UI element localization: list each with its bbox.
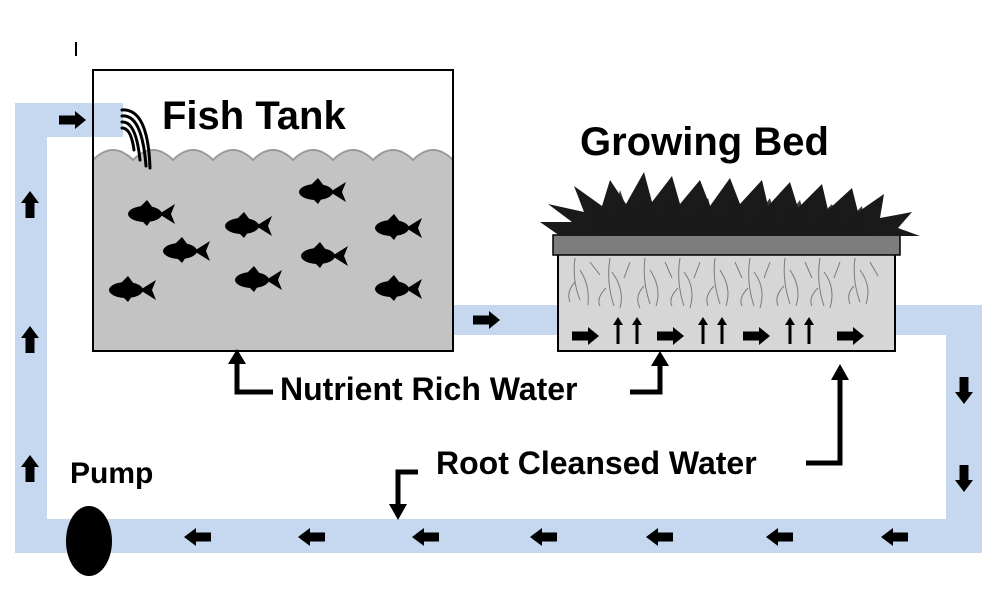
- water-spout-icon: [120, 108, 152, 170]
- growing-bed-title: Growing Bed: [580, 120, 829, 164]
- nutrient-callout: [234, 362, 663, 395]
- root-icon: [568, 257, 879, 309]
- nutrient-rich-water-label: Nutrient Rich Water: [280, 371, 578, 407]
- pump-label: Pump: [70, 457, 154, 490]
- root-callout-heads: [389, 364, 849, 520]
- nutrient-callout-heads: [228, 349, 669, 366]
- root-callout: [395, 378, 843, 506]
- arrow-icon: [389, 504, 407, 520]
- pump-icon: [66, 506, 112, 576]
- arrow-icon: [228, 349, 246, 364]
- fish-tank: [92, 69, 454, 352]
- stray-mark: [75, 42, 77, 56]
- root-cleansed-water-label: Root Cleansed Water: [436, 445, 757, 481]
- arrow-icon: [831, 364, 849, 380]
- fish-tank-title: Fish Tank: [162, 94, 346, 138]
- plant-foliage-icon: [540, 172, 920, 236]
- arrow-icon: [651, 351, 669, 366]
